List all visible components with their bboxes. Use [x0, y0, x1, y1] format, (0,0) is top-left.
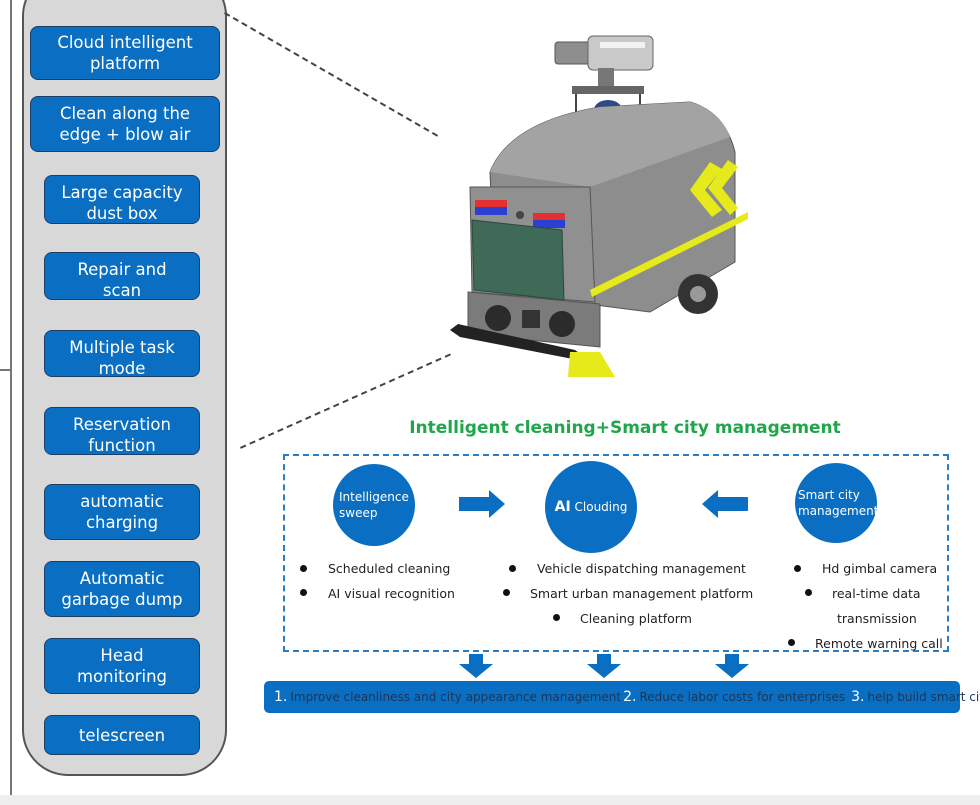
- outcome-number: 3.: [851, 689, 865, 705]
- outcome-reduce-labor-costs: Reduce labor costs for enterprises: [639, 690, 846, 704]
- gimbal-mount: [598, 68, 614, 86]
- outcome-number: 2.: [623, 689, 637, 705]
- arrow-down-icon: [459, 654, 493, 678]
- feature-automatic-charging: automatic charging: [44, 484, 200, 540]
- feature-clean-edge-blow-air: Clean along the edge + blow air: [30, 96, 220, 152]
- feature-large-capacity-dust-box: Large capacity dust box: [44, 175, 200, 224]
- node-label: Smart city management: [798, 488, 879, 518]
- outcome-build-smart-cities: help build smart cities: [867, 690, 980, 704]
- node-label-bold: AI: [554, 499, 571, 515]
- bullet-real-time-data: real-time data: [832, 586, 921, 601]
- side-brush: [568, 352, 615, 377]
- node-label-rest: Clouding: [574, 500, 628, 514]
- bullet-scheduled-cleaning: Scheduled cleaning: [328, 561, 451, 576]
- yellow-stripe: [590, 212, 748, 297]
- cleaning-robot-image: [450, 35, 748, 377]
- feature-head-monitoring: Head monitoring: [44, 638, 200, 694]
- arrow-right-icon: [459, 490, 505, 518]
- bullet-dot: [788, 639, 795, 646]
- node-smart-city-management: Smart city management: [795, 463, 879, 543]
- base-port: [522, 310, 540, 328]
- front-light-red: [475, 200, 507, 207]
- arrow-down-icon: [587, 654, 621, 678]
- bullet-vehicle-dispatching: Vehicle dispatching management: [537, 561, 746, 576]
- feature-repair-and-scan: Repair and scan: [44, 252, 200, 300]
- left-tick-line: [0, 369, 12, 371]
- base-vent: [485, 305, 511, 331]
- feature-automatic-garbage-dump: Automatic garbage dump: [44, 561, 200, 617]
- bullet-dot: [509, 565, 516, 572]
- front-screen: [471, 219, 565, 301]
- bullet-cleaning-platform: Cleaning platform: [580, 611, 692, 626]
- feature-label: Cloud intelligent platform: [57, 33, 193, 73]
- diagram-title: Intelligent cleaning+Smart city manageme…: [409, 418, 841, 438]
- chevron-logo-icon: [690, 162, 722, 217]
- base-vent: [549, 311, 575, 337]
- feature-telescreen: telescreen: [44, 715, 200, 755]
- feature-label: automatic charging: [80, 492, 164, 532]
- outcome-improve-cleanliness: Improve cleanliness and city appearance …: [290, 690, 622, 704]
- feature-label: telescreen: [78, 725, 166, 745]
- wheel-hub: [690, 286, 706, 302]
- connector-dashed-line-top: [224, 12, 439, 137]
- feature-label: Repair and scan: [77, 260, 167, 300]
- feature-label: Head monitoring: [76, 646, 168, 686]
- feature-reservation-function: Reservation function: [44, 407, 200, 455]
- front-bumper: [450, 324, 585, 360]
- diagram-box: [283, 454, 949, 652]
- feature-cloud-intelligent-platform: Cloud intelligent platform: [30, 26, 220, 80]
- bullet-dot: [300, 589, 307, 596]
- bullet-transmission: transmission: [837, 611, 917, 626]
- outcome-number: 1.: [274, 689, 288, 705]
- bullet-dot: [553, 614, 560, 621]
- gimbal-camera-left: [554, 41, 594, 65]
- feature-multiple-task-mode: Multiple task mode: [44, 330, 200, 377]
- feature-label: Large capacity dust box: [61, 182, 183, 223]
- front-light-red: [533, 213, 565, 220]
- outcomes-banner: 1. Improve cleanliness and city appearan…: [264, 681, 980, 713]
- bullet-dot: [503, 589, 510, 596]
- bullet-dot: [794, 565, 801, 572]
- node-label: Intelligence sweep: [339, 490, 409, 520]
- camera-stripe: [600, 42, 645, 48]
- gimbal-base: [572, 86, 644, 94]
- feature-label: Clean along the edge + blow air: [59, 104, 191, 144]
- robot-top: [490, 102, 730, 187]
- bullet-dot: [805, 589, 812, 596]
- feature-label: Reservation function: [73, 415, 171, 455]
- bullet-remote-warning-call: Remote warning call: [815, 636, 943, 651]
- arrow-down-icon: [715, 654, 749, 678]
- front-light-blue: [533, 220, 565, 228]
- bullet-dot: [300, 565, 307, 572]
- front-camera: [516, 211, 524, 219]
- node-label: AI Clouding: [555, 499, 628, 515]
- bullet-hd-gimbal-camera: Hd gimbal camera: [822, 561, 938, 576]
- front-light-blue: [475, 207, 507, 215]
- chevron-logo-icon: [708, 160, 738, 215]
- arrow-left-icon: [702, 490, 748, 518]
- node-intelligence-sweep: Intelligence sweep: [333, 464, 415, 546]
- gimbal-camera-right: [587, 35, 654, 71]
- feature-label: Automatic garbage dump: [61, 569, 183, 609]
- feature-label: Multiple task mode: [69, 337, 175, 377]
- bullet-ai-visual-recognition: AI visual recognition: [328, 586, 455, 601]
- bullet-smart-urban-platform: Smart urban management platform: [530, 586, 754, 601]
- bottom-strip: [0, 795, 980, 805]
- left-divider-line: [10, 0, 12, 795]
- node-ai-clouding: AI Clouding: [545, 461, 637, 553]
